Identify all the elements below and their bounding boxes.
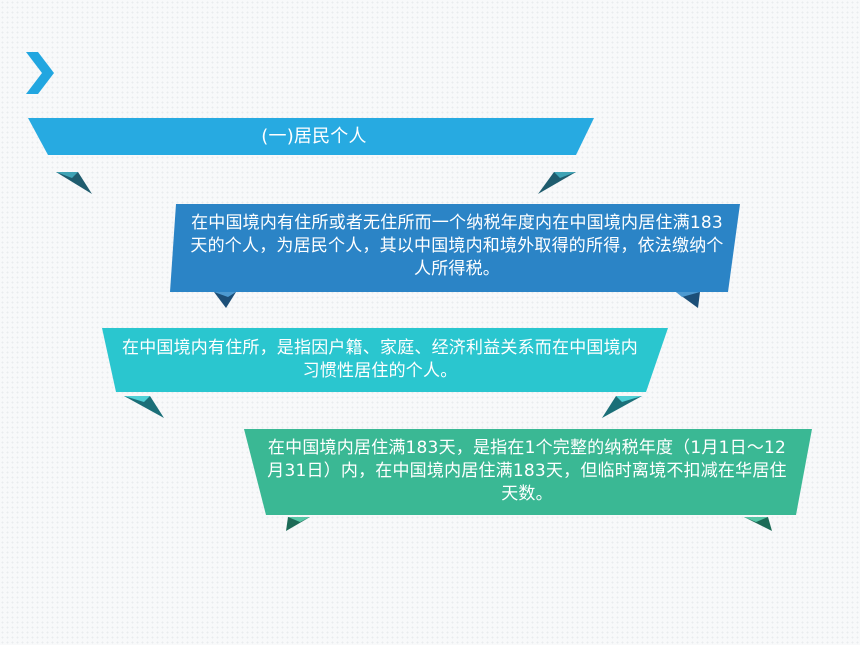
residence-days-definition-text: 在中国境内居住满183天，是指在1个完整的纳税年度（1月1日～12月31日）内，… xyxy=(267,438,787,504)
definition-box-domicile: 在中国境内有住所，是指因户籍、家庭、经济利益关系而在中国境内习惯性居住的个人。 xyxy=(102,328,668,420)
domicile-definition-text: 在中国境内有住所，是指因户籍、家庭、经济利益关系而在中国境内习惯性居住的个人。 xyxy=(122,338,638,381)
definition-box-183-days: 在中国境内居住满183天，是指在1个完整的纳税年度（1月1日～12月31日）内，… xyxy=(244,429,812,533)
definition-box-resident: 在中国境内有住所或者无住所而一个纳税年度内在中国境内居住满183天的个人，为居民… xyxy=(170,204,744,308)
title-banner: (一)居民个人 xyxy=(28,118,600,196)
resident-definition-text: 在中国境内有住所或者无住所而一个纳税年度内在中国境内居住满183天的个人，为居民… xyxy=(190,213,724,279)
chevron-right-icon xyxy=(26,52,54,94)
page-title: (一)居民个人 xyxy=(261,126,367,147)
